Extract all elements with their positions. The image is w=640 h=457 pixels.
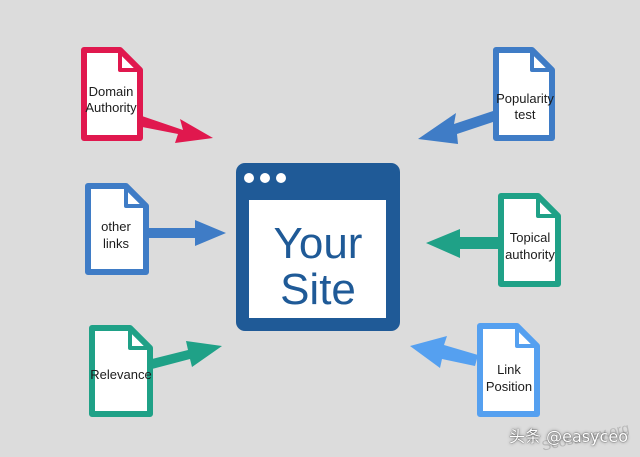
doc-label-line: links xyxy=(103,236,130,251)
arrow-topical-authority xyxy=(426,229,500,258)
doc-other-links: other links xyxy=(85,183,149,275)
window-dot-1 xyxy=(244,173,254,183)
site-title-line-1: Your xyxy=(274,219,363,268)
doc-label-line: Topical xyxy=(510,230,551,245)
doc-label-line: Authority xyxy=(85,100,137,115)
credit-text: 头条 @easyceo xyxy=(509,427,628,446)
arrow-domain-authority xyxy=(132,114,213,143)
window-dot-3 xyxy=(276,173,286,183)
doc-label-line: Position xyxy=(486,379,532,394)
arrow-other-links xyxy=(146,220,226,246)
doc-popularity-test: Popularity test xyxy=(493,47,555,141)
doc-link-position: Link Position xyxy=(477,323,540,417)
arrow-link-position xyxy=(410,336,478,368)
doc-label-line: Link xyxy=(497,362,521,377)
doc-label-line: Domain xyxy=(89,84,134,99)
arrow-relevance xyxy=(148,341,222,369)
doc-label-line: test xyxy=(515,107,536,122)
doc-topical-authority: Topical authority xyxy=(498,193,561,287)
your-site-window: Your Site xyxy=(236,163,400,331)
doc-label-line: other xyxy=(101,219,131,234)
doc-label-line: Popularity xyxy=(496,91,554,106)
arrow-popularity-test xyxy=(418,110,499,144)
doc-domain-authority: Domain Authority xyxy=(81,47,143,141)
doc-relevance: Relevance xyxy=(89,325,153,417)
window-dot-2 xyxy=(260,173,270,183)
doc-label-line: Relevance xyxy=(90,367,151,382)
window-content xyxy=(249,200,386,318)
site-title-line-2: Site xyxy=(280,265,356,314)
doc-label-line: authority xyxy=(505,247,555,262)
